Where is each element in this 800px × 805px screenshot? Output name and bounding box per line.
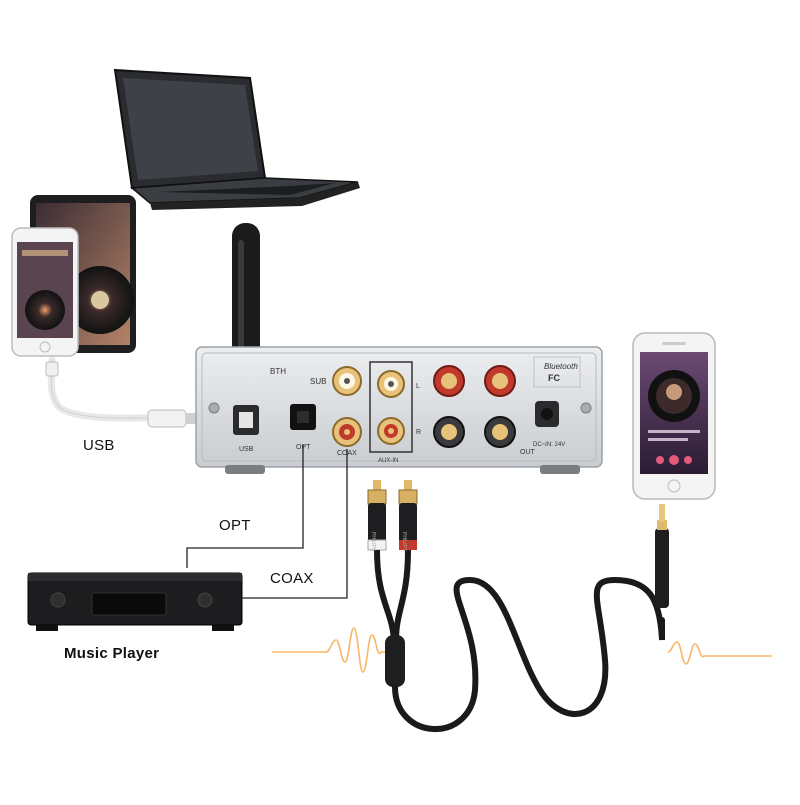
rca-to-aux-cable [367, 480, 669, 732]
panel-label-usb: USB [239, 446, 254, 453]
panel-label-bth: BTH [270, 367, 286, 376]
panel-label-aux: AUX-IN [378, 458, 398, 464]
opt-connection-line [186, 445, 304, 568]
laptop [113, 68, 360, 210]
cable-brand-label-left: PHILIPS [370, 532, 376, 552]
audio-wave-right [667, 641, 772, 665]
panel-label-l: L [416, 383, 420, 390]
opt-label: OPT [219, 517, 251, 534]
panel-label-out: OUT [520, 449, 536, 456]
cable-brand-label-right: PHILIPS [401, 532, 407, 552]
panel-label-dc: DC~IN: 24V [533, 442, 565, 448]
left-phone [11, 227, 79, 357]
coax-connection-line [242, 449, 348, 599]
audio-wave-left [272, 627, 392, 673]
coax-label: COAX [270, 570, 314, 587]
panel-label-fc: FC [548, 373, 560, 383]
panel-label-sub: SUB [310, 377, 326, 386]
panel-label-bluetooth: Bluetooth [544, 362, 578, 371]
usb-cable [47, 356, 154, 422]
amplifier-back-panel [195, 346, 603, 474]
right-phone [632, 332, 716, 500]
music-player [27, 572, 243, 631]
music-player-label: Music Player [64, 645, 160, 662]
panel-label-r: R [416, 429, 421, 436]
usb-label: USB [83, 437, 115, 454]
